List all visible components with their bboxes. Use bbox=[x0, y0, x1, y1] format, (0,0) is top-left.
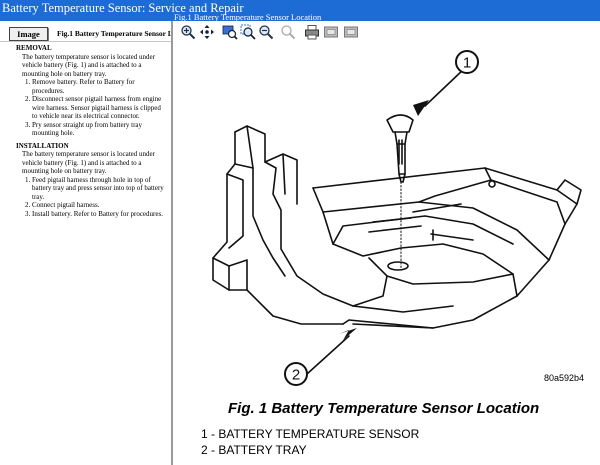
removal-heading: REMOVAL bbox=[16, 44, 52, 52]
image-pane-title: Fig.1 Battery Temperature Sensor Locatio… bbox=[174, 12, 322, 22]
figure-link[interactable]: Fig.1 Battery Temperature Sensor Lo bbox=[57, 29, 171, 38]
save-icon[interactable] bbox=[343, 24, 359, 40]
zoom-disabled-icon bbox=[281, 25, 296, 40]
window-title: Battery Temperature Sensor: Service and … bbox=[2, 1, 244, 15]
installation-heading: INSTALLATION bbox=[16, 141, 69, 150]
installation-step: Feed pigtail harness through hole in top… bbox=[32, 176, 167, 202]
removal-steps: Remove battery. Refer to Battery for pro… bbox=[0, 78, 167, 138]
image-viewer[interactable]: 1 2 bbox=[173, 44, 600, 465]
installation-step: Connect pigtail harness. bbox=[32, 201, 167, 210]
callout-2-circle bbox=[284, 362, 308, 386]
pane-splitter[interactable] bbox=[171, 21, 173, 465]
image-toolbar bbox=[173, 21, 600, 44]
zoom-area-icon[interactable] bbox=[240, 24, 256, 40]
removal-step: Pry sensor straight up from battery tray… bbox=[32, 121, 167, 138]
installation-steps: Feed pigtail harness through hole in top… bbox=[0, 176, 167, 219]
zoom-out-icon[interactable] bbox=[258, 24, 274, 40]
callout-1-label: 1 bbox=[463, 55, 471, 72]
zoom-in-icon[interactable] bbox=[180, 24, 196, 40]
legend-item-1: 1 - BATTERY TEMPERATURE SENSOR bbox=[201, 427, 420, 441]
divider bbox=[0, 41, 171, 42]
callout-1-circle bbox=[455, 50, 479, 74]
removal-step: Disconnect sensor pigtail harness from e… bbox=[32, 95, 167, 121]
procedure-text: REMOVAL The battery temperature sensor i… bbox=[0, 44, 171, 218]
callout-2-label: 2 bbox=[292, 367, 300, 384]
installation-intro: The battery temperature sensor is locate… bbox=[22, 150, 155, 175]
image-button[interactable]: Image bbox=[9, 27, 48, 41]
figure-caption: Fig. 1 Battery Temperature Sensor Locati… bbox=[228, 400, 540, 417]
document-panel bbox=[0, 21, 171, 465]
fit-window-icon[interactable] bbox=[222, 24, 238, 40]
installation-step: Install battery. Refer to Battery for pr… bbox=[32, 210, 167, 219]
copy-icon[interactable] bbox=[323, 24, 339, 40]
battery-tray-illustration: 1 2 bbox=[212, 50, 582, 386]
pan-icon[interactable] bbox=[199, 24, 215, 40]
legend-item-2: 2 - BATTERY TRAY bbox=[201, 443, 307, 457]
removal-step: Remove battery. Refer to Battery for pro… bbox=[32, 78, 167, 95]
removal-intro: The battery temperature sensor is locate… bbox=[22, 52, 155, 78]
window-title-bar: Battery Temperature Sensor: Service and … bbox=[0, 0, 600, 22]
print-icon[interactable] bbox=[304, 24, 320, 40]
image-code: 80a592b4 bbox=[544, 373, 585, 383]
